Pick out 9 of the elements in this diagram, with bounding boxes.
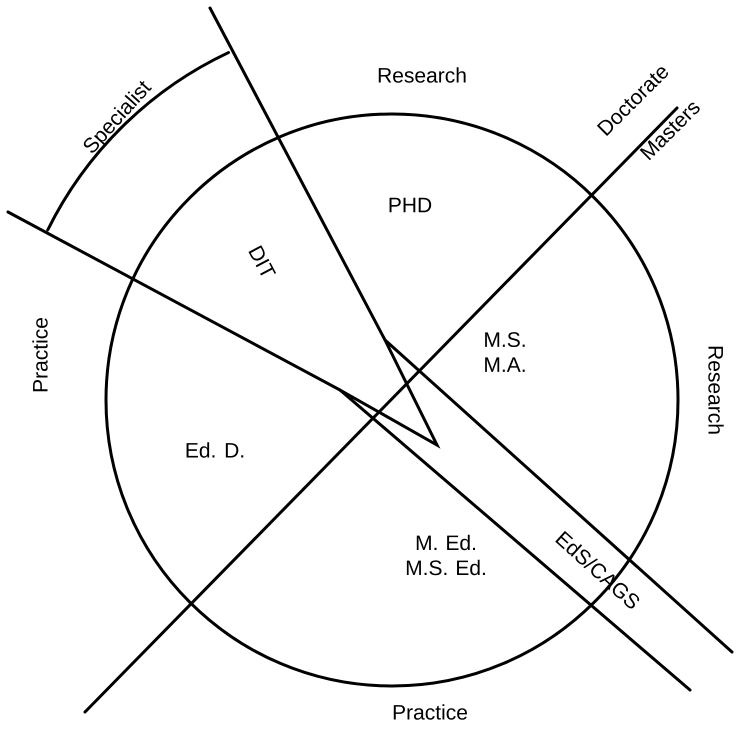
- axis-label: Practice: [394, 704, 467, 720]
- axis-label: Practice: [32, 318, 48, 392]
- region-label: Ed. D.: [186, 442, 244, 458]
- region-label: DIT: [248, 245, 276, 276]
- region-label: M. Ed. M.S. Ed.: [406, 534, 485, 576]
- region-label: PHD: [390, 198, 432, 212]
- axis-label: Research: [378, 67, 466, 83]
- region-label: M.S. M.A.: [485, 332, 525, 372]
- axis-label: Research: [708, 346, 724, 434]
